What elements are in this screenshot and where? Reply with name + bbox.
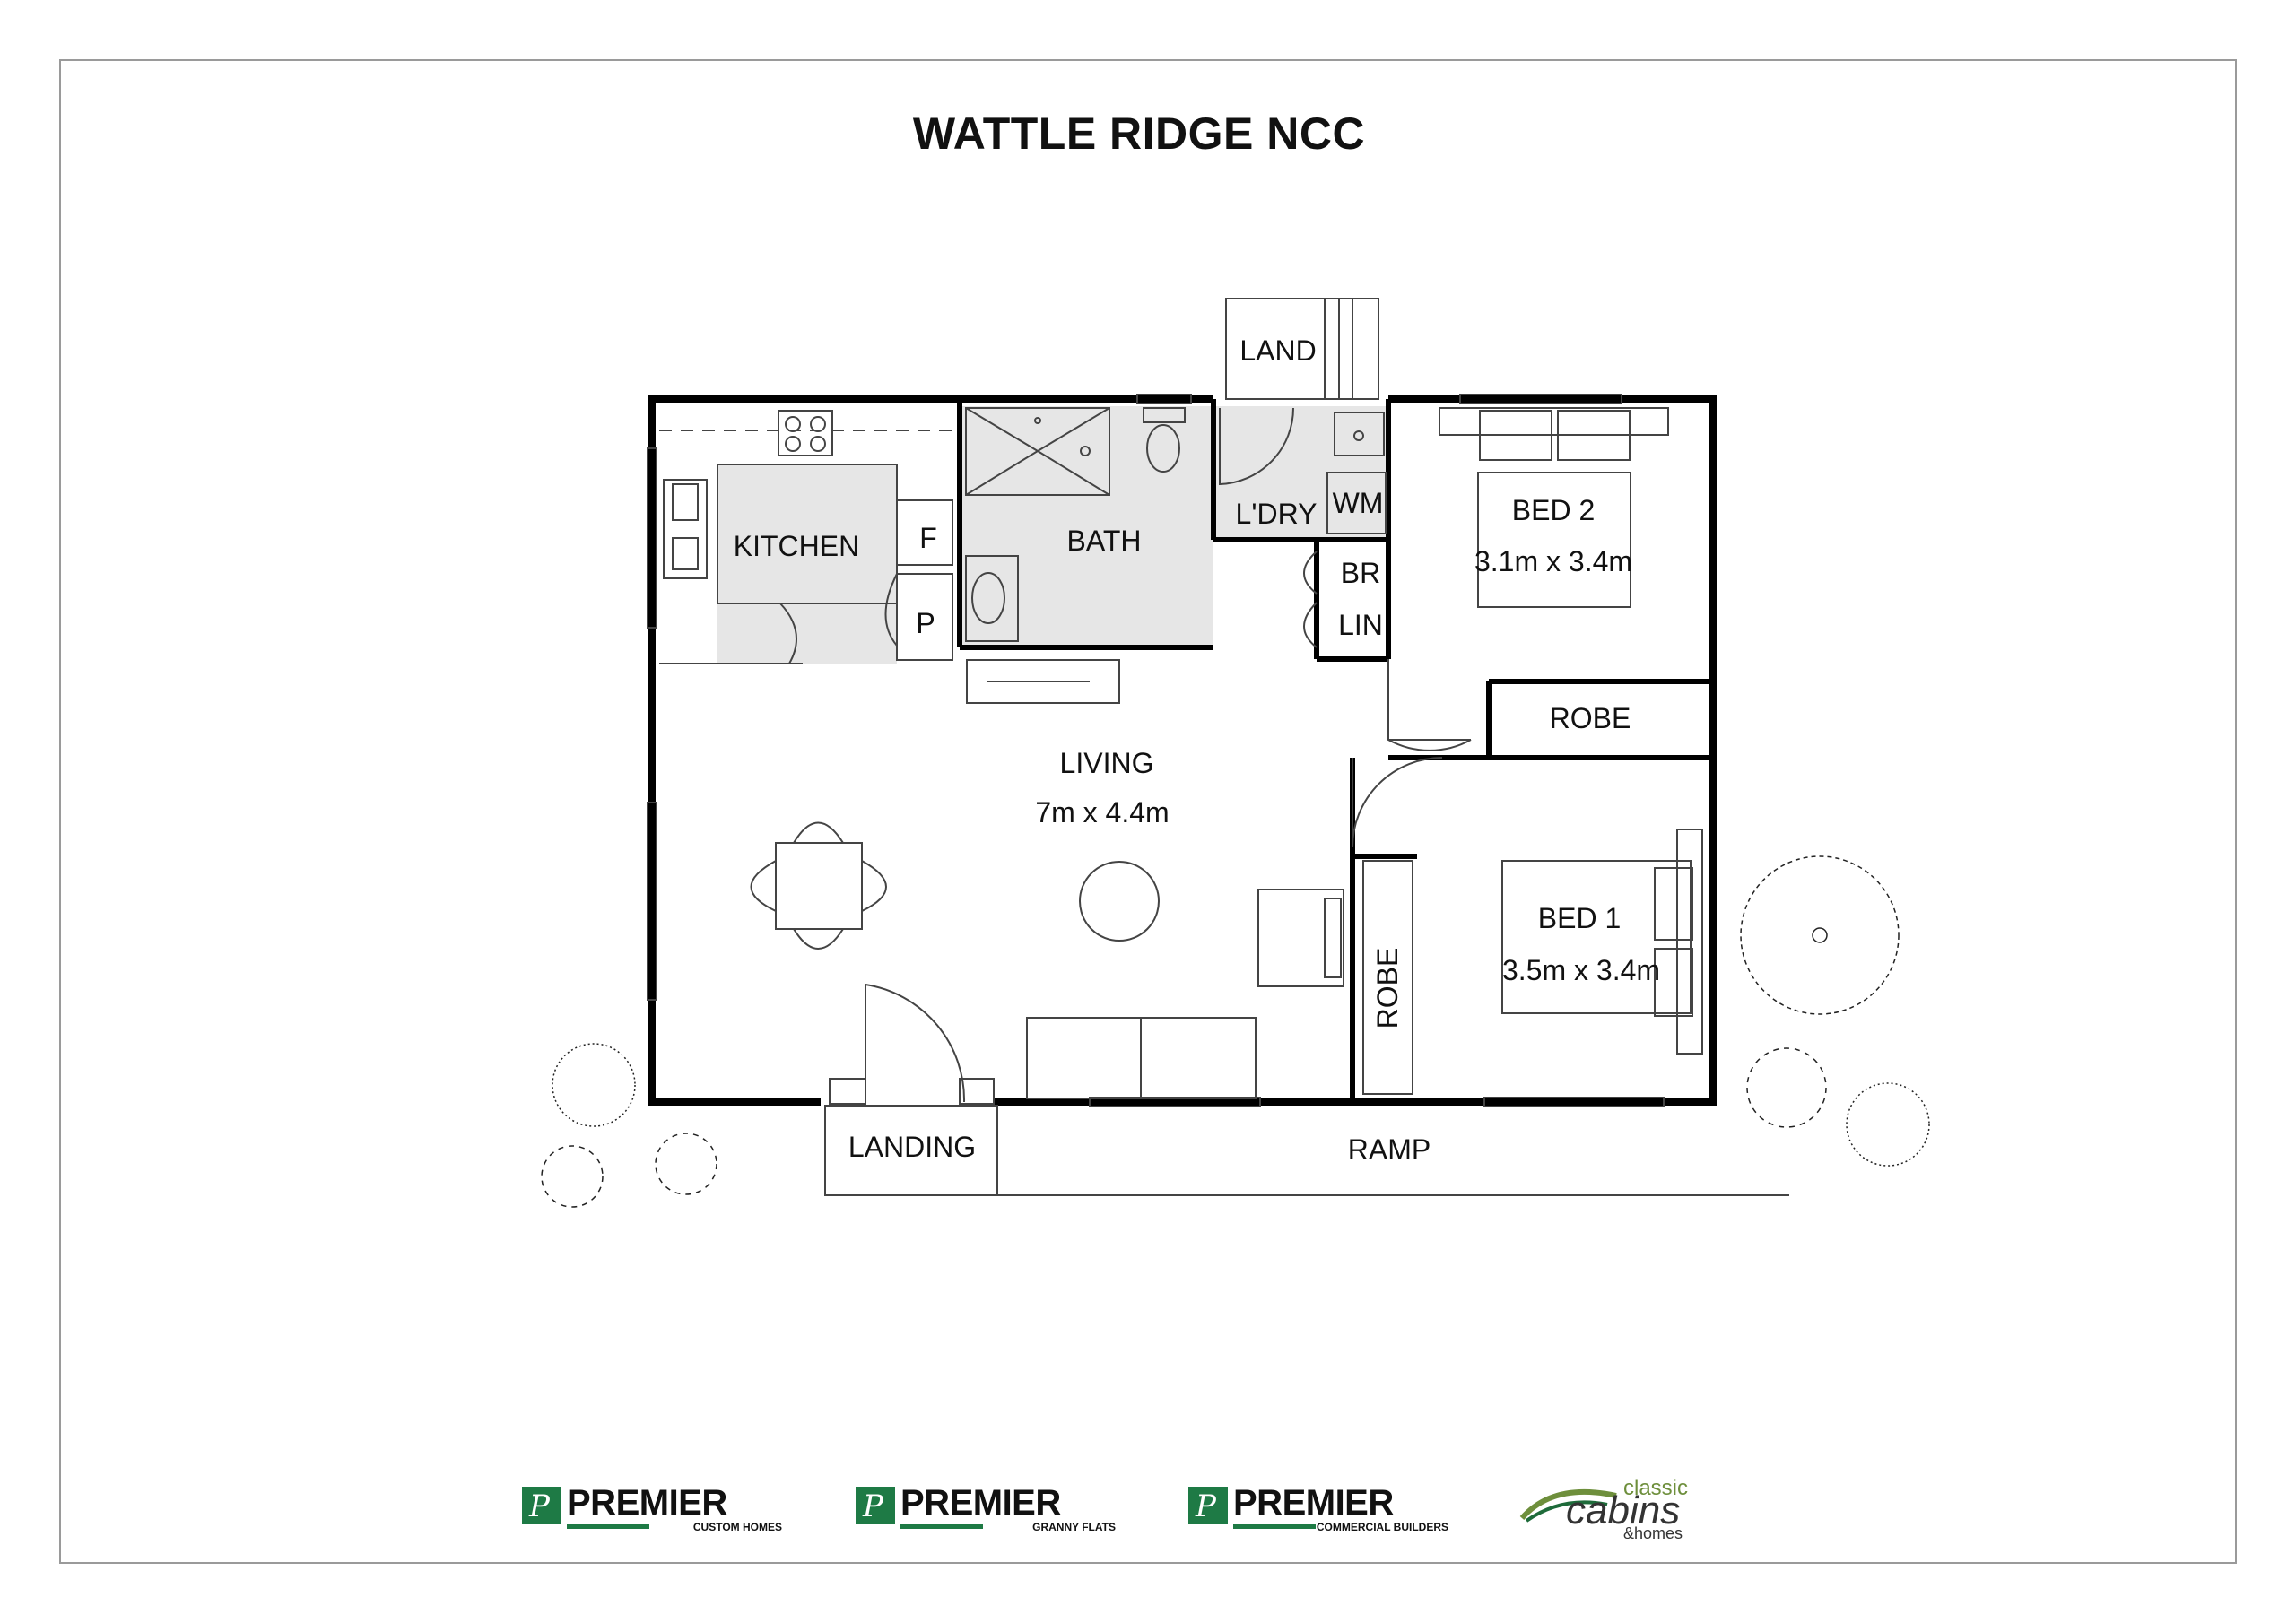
room-label-living: LIVING — [1060, 747, 1154, 779]
premier-commercial-builders-logo: P PREMIER COMMERCIAL BUILDERS — [1188, 1481, 1448, 1533]
landscape-trees — [541, 855, 1930, 1208]
room-label-robe-bed1: ROBE — [1371, 948, 1404, 1029]
room-label-bath: BATH — [1067, 525, 1142, 557]
classic-cabins-logo: classic cabins &homes — [1518, 1471, 1724, 1542]
room-label-bed1: BED 1 — [1538, 902, 1621, 934]
room-size-bed1: 3.5m x 3.4m — [1502, 954, 1660, 986]
room-label-landing: LANDING — [848, 1131, 976, 1163]
room-label-bed2: BED 2 — [1512, 494, 1595, 526]
premier-mark-icon: P — [522, 1487, 561, 1524]
room-label-land: LAND — [1239, 334, 1316, 367]
room-size-living: 7m x 4.4m — [1035, 796, 1169, 829]
room-label-ramp: RAMP — [1348, 1133, 1431, 1166]
premier-custom-homes-logo: P PREMIER CUSTOM HOMES — [522, 1481, 782, 1533]
room-label-pantry: P — [916, 607, 935, 639]
page-frame — [59, 59, 2237, 1564]
plan-title: WATTLE RIDGE NCC — [912, 108, 1366, 159]
premier-mark-icon: P — [1188, 1487, 1228, 1524]
room-label-kitchen: KITCHEN — [734, 530, 859, 562]
room-label-wm: WM — [1333, 487, 1384, 519]
room-label-br: BR — [1341, 557, 1380, 589]
cabins-swoosh-icon — [1519, 1488, 1617, 1523]
room-label-fridge: F — [919, 522, 937, 554]
room-size-bed2: 3.1m x 3.4m — [1474, 545, 1632, 577]
room-label-lin: LIN — [1338, 609, 1383, 641]
interior-walls — [957, 399, 1713, 1102]
premier-mark-icon: P — [856, 1487, 895, 1524]
room-label-laundry: L'DRY — [1236, 498, 1318, 530]
room-label-robe-bed2: ROBE — [1550, 702, 1631, 734]
premier-granny-flats-logo: P PREMIER GRANNY FLATS — [856, 1481, 1116, 1533]
fixtures — [647, 298, 1789, 1196]
